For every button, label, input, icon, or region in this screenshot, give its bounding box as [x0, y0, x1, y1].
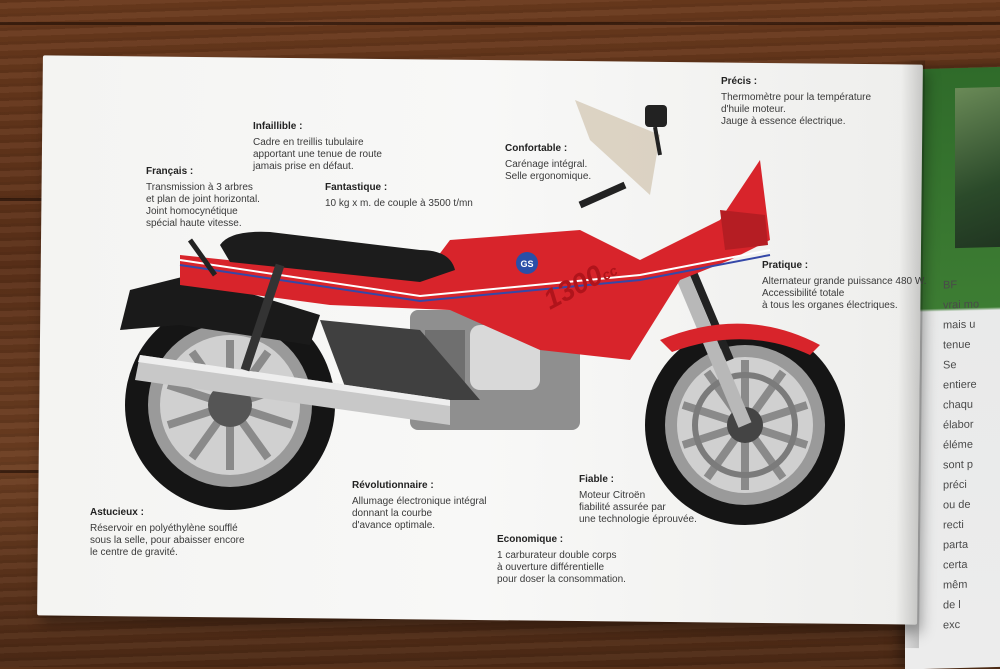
note-body: Cadre en treillis tubulaire apportant un… — [253, 137, 382, 172]
note-body: Transmission à 3 arbres et plan de joint… — [146, 182, 260, 229]
note-pratique: Pratique : Alternateur grande puissance … — [762, 260, 927, 312]
note-title: Infaillible : — [253, 121, 303, 132]
note-francais: Français : Transmission à 3 arbres et pl… — [146, 166, 260, 230]
front-fork — [673, 263, 752, 428]
note-title: Pratique : — [762, 260, 809, 271]
note-body: Moteur Citroën fiabilité assurée par une… — [579, 490, 697, 525]
adjacent-page-text-line: certa — [943, 558, 968, 572]
note-title: Précis : — [721, 76, 758, 87]
note-body: Réservoir en polyéthylène soufflé sous l… — [90, 523, 245, 558]
adjacent-page-text-line: sont p — [943, 458, 973, 472]
adjacent-page-text-line: tenue — [943, 338, 971, 352]
front-mudguard — [660, 323, 820, 355]
note-title: Révolutionnaire : — [352, 480, 434, 491]
note-title: Fiable : — [579, 474, 615, 485]
adjacent-page-text-line: parta — [943, 538, 969, 552]
note-infaillible: Infaillible : Cadre en treillis tubulair… — [253, 121, 382, 173]
note-astucieux: Astucieux : Réservoir en polyéthylène so… — [90, 507, 245, 559]
note-body: Carénage intégral. Selle ergonomique. — [505, 159, 592, 182]
adjacent-page-text-line: mêm — [943, 578, 968, 592]
adjacent-page-text-line: BF — [943, 279, 958, 292]
adjacent-page-text-line: de l — [943, 598, 961, 612]
gs-logo: GS — [516, 252, 538, 274]
adjacent-page-text-line: mais u — [943, 318, 976, 332]
seat — [220, 231, 455, 282]
note-precis: Précis : Thermomètre pour la température… — [721, 76, 871, 128]
note-body: 10 kg x m. de couple à 3500 t/mn — [325, 198, 473, 209]
note-revolutionnaire: Révolutionnaire : Allumage électronique … — [352, 480, 487, 532]
windscreen — [575, 100, 660, 195]
note-body: Allumage électronique intégral donnant l… — [352, 496, 487, 531]
note-economique: Economique : 1 carburateur double corps … — [497, 534, 626, 586]
adjacent-page-text-line: recti — [943, 518, 964, 532]
adjacent-page-text-line: chaqu — [943, 398, 973, 412]
adjacent-page-text-line: entiere — [943, 378, 977, 392]
mirror — [645, 105, 667, 127]
adjacent-page-text-line: éléme — [943, 438, 973, 452]
note-fiable: Fiable : Moteur Citroën fiabilité assuré… — [579, 474, 697, 526]
note-title: Confortable : — [505, 143, 568, 154]
svg-text:GS: GS — [520, 259, 533, 269]
adjacent-page-text-line: préci — [943, 478, 967, 492]
table-board-gap — [0, 22, 1000, 25]
note-body: Thermomètre pour la température d'huile … — [721, 92, 872, 127]
adjacent-page-text-line: exc — [943, 618, 961, 632]
note-confortable: Confortable : Carénage intégral. Selle e… — [505, 143, 591, 183]
rear-shock — [240, 263, 285, 372]
note-title: Français : — [146, 166, 194, 177]
handlebar — [578, 181, 627, 209]
rear-fender — [120, 275, 320, 345]
grab-rail — [187, 238, 218, 277]
note-title: Fantastique : — [325, 182, 388, 193]
adjacent-page-text-line: élabor — [943, 418, 974, 432]
note-body: 1 carburateur double corps à ouverture d… — [497, 550, 626, 585]
fairing-body — [180, 160, 770, 360]
adjacent-page-text-line: vrai mo — [943, 298, 980, 312]
note-fantastique: Fantastique : 10 kg x m. de couple à 350… — [325, 182, 473, 210]
motorcycle-illustration: GS 1300cc — [120, 100, 845, 525]
adjacent-page-text-line: Se — [943, 359, 957, 372]
note-body: Alternateur grande puissance 480 W. Acce… — [762, 276, 927, 311]
rear-wheel — [125, 300, 335, 510]
note-title: Economique : — [497, 534, 564, 545]
adjacent-page-photo — [955, 86, 1000, 249]
note-title: Astucieux : — [90, 507, 144, 518]
adjacent-page-text-line: ou de — [943, 498, 971, 512]
